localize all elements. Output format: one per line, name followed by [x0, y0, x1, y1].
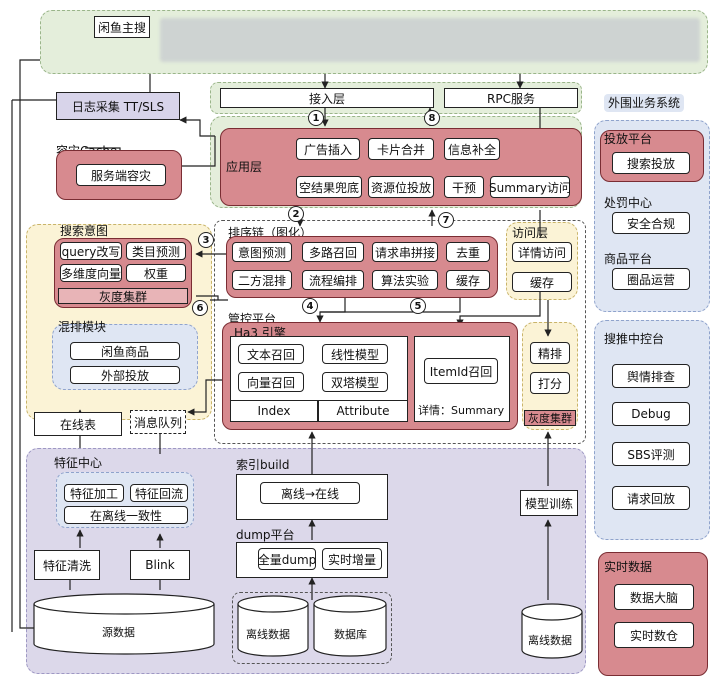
external-deliver-button[interactable]: 外部投放 [70, 366, 180, 384]
algo-experiment-button[interactable]: 算法实验 [372, 270, 438, 290]
offline-online-button[interactable]: 离线→在线 [260, 482, 360, 504]
step-2-badge: 2 [288, 206, 304, 222]
feature-process-button[interactable]: 特征加工 [64, 484, 124, 502]
weight-button[interactable]: 权重 [126, 264, 186, 282]
full-dump-button[interactable]: 全量dump [258, 548, 316, 570]
visit-cache-button[interactable]: 缓存 [512, 272, 572, 292]
app-layer-label: 应用层 [226, 160, 263, 174]
dump-title: dump平台 [236, 528, 295, 542]
xianyu-goods-button[interactable]: 闲鱼商品 [70, 342, 180, 360]
rpc-service-box: RPC服务 [444, 88, 578, 108]
safety-compliance-button[interactable]: 安全合规 [612, 212, 690, 234]
multi-vector-button[interactable]: 多维度向量 [60, 264, 122, 282]
offline-data-label-2: 离线数据 [528, 634, 572, 647]
detail-visit-button[interactable]: 详情访问 [512, 242, 572, 262]
goods-operate-button[interactable]: 圈品运营 [612, 268, 690, 290]
realtime-title: 实时数据 [604, 560, 653, 574]
feature-title: 特征中心 [54, 456, 103, 470]
deliver-title: 投放平台 [604, 132, 653, 146]
detail-summary-label: 详情：Summary [418, 404, 505, 417]
index-box[interactable]: Index [230, 400, 318, 422]
summary-visit-button[interactable]: Summary访问 [489, 176, 571, 198]
vector-recall-button[interactable]: 向量召回 [238, 372, 304, 392]
mix-title: 混排模块 [58, 320, 107, 334]
chain-region [214, 220, 586, 444]
online-table-box: 在线表 [34, 412, 122, 436]
ad-insert-button[interactable]: 广告插入 [296, 138, 360, 160]
intervene-button[interactable]: 干预 [444, 176, 484, 198]
flow-arrange-button[interactable]: 流程编排 [302, 270, 364, 290]
feature-backflow-button[interactable]: 特征回流 [130, 484, 188, 502]
blink-box: Blink [130, 550, 190, 580]
category-predict-button[interactable]: 类目预测 [126, 242, 186, 260]
source-data-label: 源数据 [102, 626, 135, 639]
visit-title: 访问层 [512, 226, 549, 240]
rank-gray-cluster[interactable]: 灰度集群 [524, 410, 576, 426]
feature-clean-box: 特征清洗 [34, 550, 100, 580]
two-tower-button[interactable]: 双塔模型 [322, 372, 388, 392]
intent-predict-button[interactable]: 意图预测 [232, 242, 292, 262]
request-concat-button[interactable]: 请求串拼接 [372, 242, 438, 262]
step-6-badge: 6 [192, 300, 208, 316]
party-mix-button[interactable]: 二方混排 [232, 270, 292, 290]
itemid-recall-button[interactable]: ItemId召回 [424, 358, 498, 384]
score-button[interactable]: 打分 [530, 372, 570, 394]
log-collect-box: 日志采集 TT/SLS [56, 92, 180, 120]
search-deliver-button[interactable]: 搜索投放 [612, 152, 690, 174]
step-3-badge: 3 [198, 232, 214, 248]
intent-title: 搜索意图 [60, 224, 109, 238]
step-1-badge: 1 [308, 110, 324, 126]
debug-button[interactable]: Debug [612, 402, 690, 426]
database-label: 数据库 [334, 628, 367, 641]
opinion-check-button[interactable]: 舆情排查 [612, 364, 690, 388]
dedup-button[interactable]: 去重 [446, 242, 490, 262]
realtime-warehouse-button[interactable]: 实时数仓 [614, 622, 694, 648]
request-replay-button[interactable]: 请求回放 [612, 486, 690, 510]
realtime-increment-button[interactable]: 实时增量 [322, 548, 382, 570]
message-queue-box: 消息队列 [130, 410, 186, 434]
console-title: 搜推中控台 [604, 332, 665, 346]
index-build-title: 索引build [236, 458, 290, 472]
info-complete-button[interactable]: 信息补全 [444, 138, 500, 160]
card-merge-button[interactable]: 卡片合并 [368, 138, 434, 160]
step-4-badge: 4 [302, 298, 318, 314]
sbs-eval-button[interactable]: SBS评测 [612, 442, 690, 466]
multi-recall-button[interactable]: 多路召回 [302, 242, 364, 262]
blurred-systems [160, 18, 700, 62]
linear-model-button[interactable]: 线性模型 [322, 344, 388, 364]
query-rewrite-button[interactable]: query改写 [60, 242, 122, 260]
step-7-badge: 7 [438, 212, 454, 228]
text-recall-button[interactable]: 文本召回 [238, 344, 304, 364]
step-8-badge: 8 [424, 110, 440, 126]
model-train-box: 模型训练 [520, 490, 578, 516]
access-layer-box: 接入层 [220, 88, 434, 108]
penalty-title: 处罚中心 [604, 196, 653, 210]
main-search-box: 闲鱼主搜 [94, 16, 150, 38]
step-5-badge: 5 [410, 298, 426, 314]
intent-gray-cluster[interactable]: 灰度集群 [58, 288, 188, 304]
external-systems-label: 外围业务系统 [604, 94, 685, 112]
goods-title: 商品平台 [604, 252, 653, 266]
dump-source-region [232, 592, 392, 664]
empty-fallback-button[interactable]: 空结果兜底 [296, 176, 362, 198]
fine-rank-button[interactable]: 精排 [530, 342, 570, 364]
attribute-box[interactable]: Attribute [318, 400, 408, 422]
consistency-button[interactable]: 在离线一致性 [64, 506, 188, 524]
server-cache-button[interactable]: 服务端容灾 [76, 164, 166, 186]
realtime-region [598, 552, 708, 676]
offline-data-label-1: 离线数据 [246, 628, 290, 641]
data-brain-button[interactable]: 数据大脑 [614, 584, 694, 610]
resource-deliver-button[interactable]: 资源位投放 [368, 176, 434, 198]
chain-cache-button[interactable]: 缓存 [446, 270, 490, 290]
